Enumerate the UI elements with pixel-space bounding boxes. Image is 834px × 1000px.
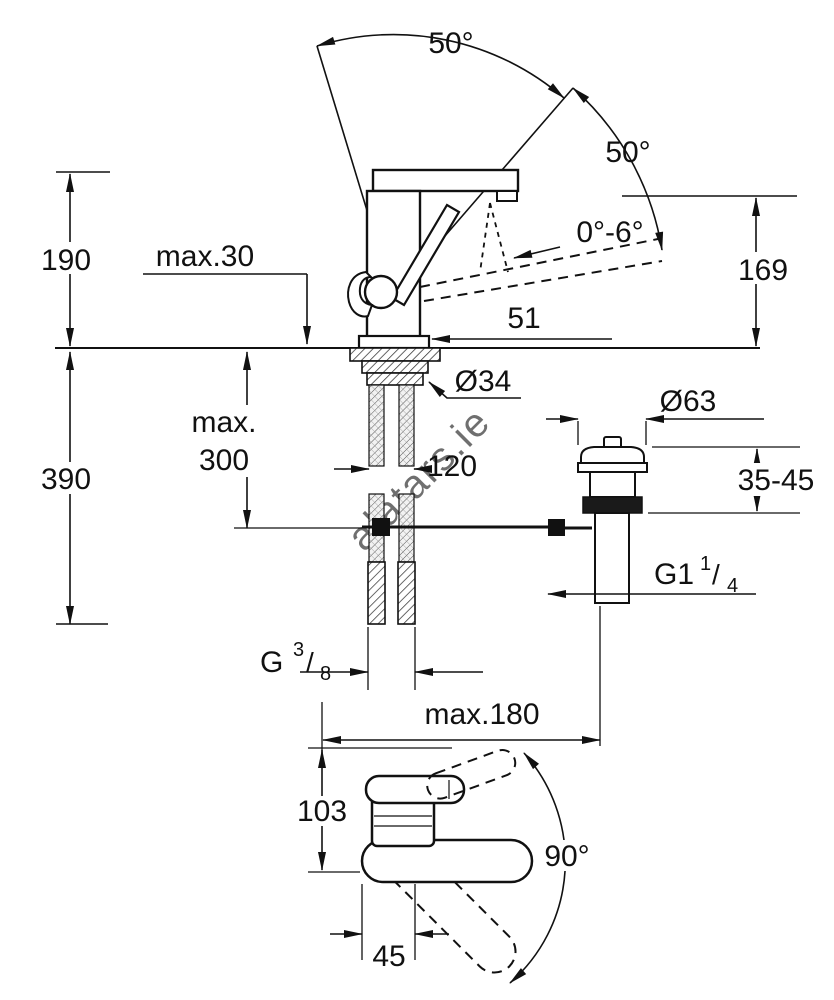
label-spout-swivel-angle: 50° (428, 27, 473, 60)
label-plan-body-depth: 103 (297, 795, 347, 828)
dimension-labels: 50° 50° 0°-6° 190 max.30 169 51 Ø34 Ø63 … (41, 27, 814, 973)
dimension-lines (56, 171, 800, 960)
faucet-side-view (347, 168, 520, 350)
label-hose-spread: 120 (427, 450, 477, 483)
label-hole-diameter: Ø34 (455, 365, 512, 398)
faucet-plan-view (360, 748, 567, 984)
label-supply-thread-base: G (260, 646, 283, 679)
label-waste-thread-sub: 4 (727, 575, 738, 597)
rod-clamp (372, 518, 390, 536)
waste-body (589, 471, 636, 498)
lever-handle (390, 203, 461, 307)
mounting-hardware (349, 347, 441, 386)
label-spout-offset: 51 (507, 302, 540, 335)
label-waste-thread-slash: / (712, 559, 720, 590)
label-waste-depth-range: 35-45 (738, 464, 815, 497)
label-plan-offset: 45 (372, 940, 405, 973)
label-lever-swing-angle: 50° (605, 136, 650, 169)
label-supply-thread-slash: / (306, 647, 314, 678)
faucet-base (357, 334, 431, 350)
pop-up-rod (362, 518, 592, 536)
waste-seal-band (582, 496, 643, 514)
label-supply-thread-sup: 3 (293, 639, 304, 661)
aerator (496, 190, 518, 202)
label-spout-height: 190 (41, 244, 91, 277)
waste-dome (580, 446, 645, 464)
waste-flange (577, 462, 648, 473)
handle-plan (364, 774, 466, 805)
label-waste-flange-diameter: Ø63 (660, 385, 717, 418)
body-plan (370, 796, 436, 848)
waste-assembly (577, 436, 648, 604)
label-waste-thread-base: G1 (654, 558, 694, 591)
label-max-rod-distance: max.180 (424, 698, 539, 731)
pull-rod-knob (347, 270, 374, 318)
lever-pivot (363, 274, 399, 310)
label-supply-thread-sub: 8 (320, 663, 331, 685)
label-hose-max-value: 300 (199, 444, 249, 477)
label-plan-swivel-angle: 90° (544, 840, 589, 873)
label-below-deck-height: 390 (41, 463, 91, 496)
rod-knob (548, 519, 565, 536)
spout-body (371, 168, 520, 193)
label-backgrounds (40, 242, 817, 871)
label-hose-max-word: max. (191, 406, 256, 439)
label-stream-angle-range: 0°-6° (576, 216, 643, 249)
waste-pipe (594, 512, 630, 604)
label-waste-thread-sup: 1 (700, 553, 711, 575)
label-max-deck-thickness: max.30 (156, 240, 254, 273)
label-lever-height: 169 (738, 254, 788, 287)
